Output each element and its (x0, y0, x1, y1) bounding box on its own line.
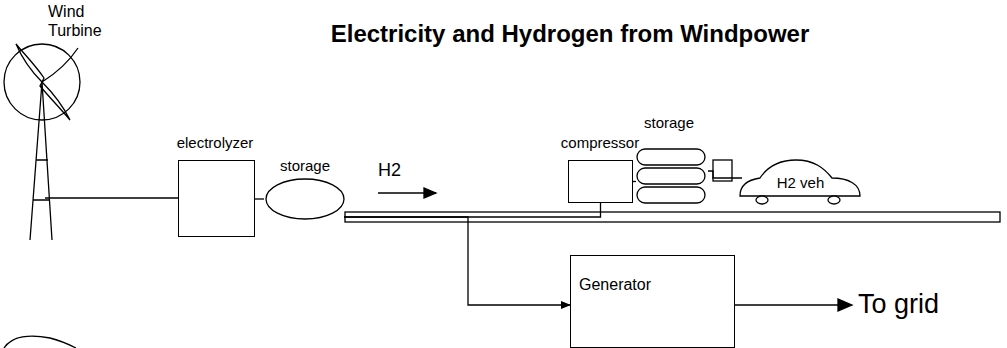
generator-box: Generator (570, 255, 735, 348)
tank-ellipse (266, 179, 344, 219)
box-label: electrolyzer (165, 134, 265, 151)
grid-arrow-head (838, 299, 852, 311)
tank-bank (636, 148, 708, 208)
tank-cylinder (637, 168, 705, 184)
car-label: H2 veh (738, 174, 863, 191)
turbine-wire (45, 197, 106, 198)
pipe-connector (106, 197, 178, 198)
pipe-connector (344, 217, 570, 305)
turbine-tower (30, 82, 52, 240)
tank-cylinder (637, 187, 705, 203)
car-wheel (756, 196, 768, 204)
car-wheel (828, 196, 840, 204)
wind-turbine: Wind Turbine (0, 0, 106, 245)
hydrogen-vehicle: H2 veh (738, 152, 863, 208)
box-label: compressor (558, 134, 642, 151)
grid-arrow (735, 304, 845, 305)
storage-tanks: storage (628, 112, 710, 208)
storage-tank: storage (262, 155, 348, 223)
box-outline (568, 160, 633, 203)
tank-cylinder (637, 149, 705, 165)
box-outline (178, 160, 255, 237)
pipe-connector (633, 181, 636, 182)
turbine-label: Wind Turbine (48, 2, 114, 40)
flow-arrow-head (424, 188, 436, 198)
tank-outline (264, 177, 346, 221)
pipe-connector (708, 171, 742, 178)
tank-label: storage (262, 157, 348, 174)
diagram-title: Electricity and Hydrogen from Windpower (150, 20, 990, 48)
turbine-blades (16, 44, 78, 120)
flow-label: H2 (378, 160, 401, 181)
output-label: To grid (858, 289, 939, 320)
compressor-box: compressor (558, 132, 642, 204)
second-turbine (4, 336, 76, 348)
tanks-label: storage (628, 114, 710, 131)
pipe-connector (255, 198, 264, 199)
pipe-connector (344, 203, 601, 217)
electrolyzer-box: electrolyzer (165, 132, 265, 238)
box-label: Generator (579, 276, 651, 294)
